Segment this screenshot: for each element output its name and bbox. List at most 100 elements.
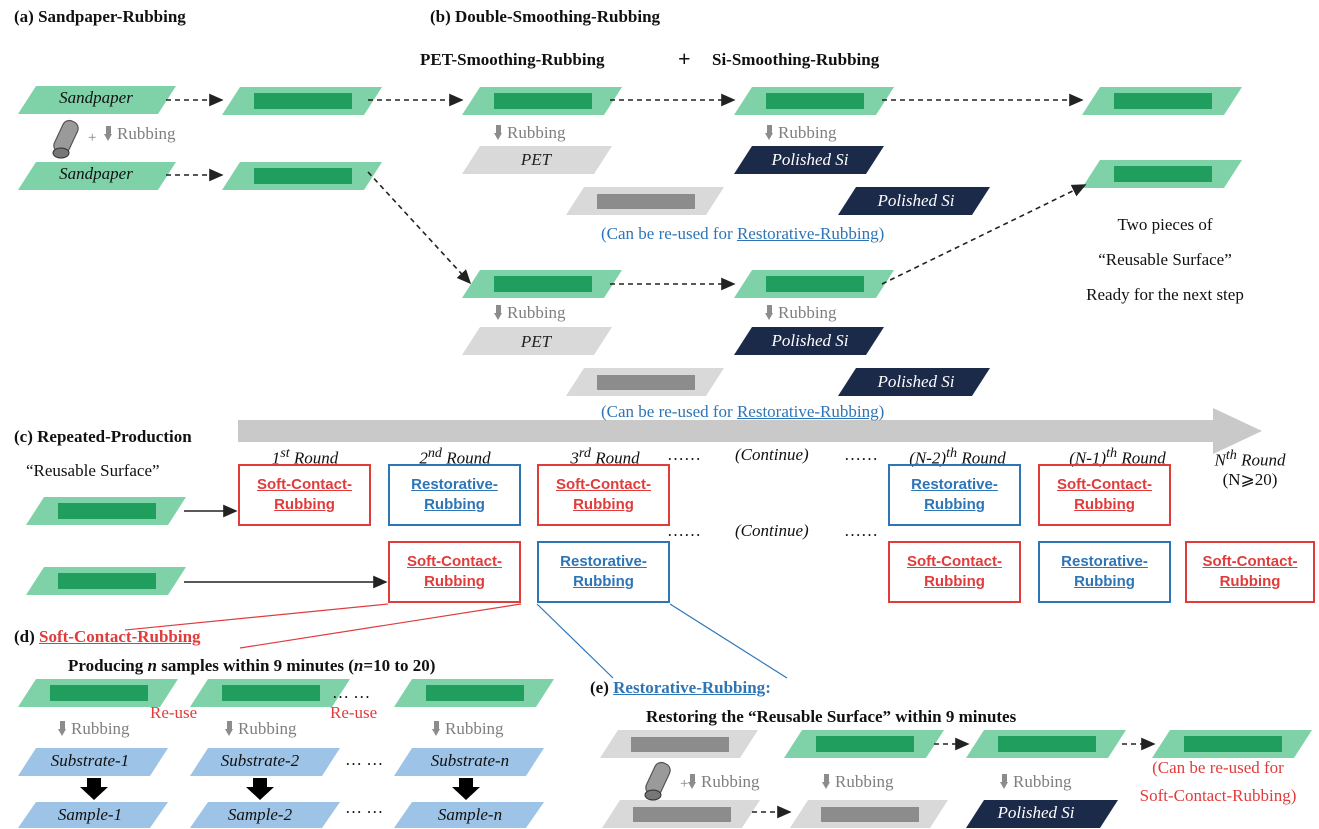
- sandpaper-top: [18, 86, 176, 114]
- reuse-label-1: Re-use: [150, 703, 198, 722]
- dots-d2: … …: [345, 750, 384, 769]
- sample-2-label: Sample-2: [227, 805, 293, 824]
- reuse-note-2: (Can be re-used for Restorative-Rubbing): [601, 402, 885, 421]
- panel-d-subtitle: Producing n samples within 9 minutes (n=…: [68, 656, 436, 675]
- polished-si-card-3: [734, 327, 884, 355]
- n-condition: (N⩾20): [1222, 470, 1278, 489]
- result-line-2: “Reusable Surface”: [1098, 250, 1232, 269]
- reuse-note-e-1: (Can be re-used for: [1152, 758, 1284, 777]
- panel-b-title: (b) Double-Smoothing-Rubbing: [430, 7, 661, 26]
- surface-c2-inner: [58, 573, 156, 589]
- gray-down-arrow-icon: [765, 305, 774, 320]
- row2-restorative-box: Restorative-Rubbing: [1038, 541, 1171, 603]
- rubbing-label-b2: Rubbing: [765, 123, 837, 143]
- used-card-e2-inner: [633, 807, 731, 822]
- gray-down-arrow-icon: [688, 774, 697, 789]
- surface-d2-inner: [222, 685, 320, 701]
- round-n1-label: (N-1)th Round: [1069, 445, 1166, 468]
- rubbing-roller-icon-end: [644, 789, 662, 801]
- polished-si-label-2: Polished Si: [877, 191, 955, 210]
- surface-e1-inner: [816, 736, 914, 752]
- sample-2: [190, 802, 340, 828]
- rubbing-label-b4: Rubbing: [765, 303, 837, 323]
- round-n2-label: (N-2)th Round: [909, 445, 1006, 468]
- rubbing-label-e2: Rubbing: [822, 772, 894, 792]
- row2-round-1-soft-contact-box: Soft-Contact-Rubbing: [388, 541, 521, 603]
- pet-card-1: [462, 146, 612, 174]
- sandpaper-bottom: [18, 162, 176, 190]
- si-smoothing-title: Si-Smoothing-Rubbing: [712, 50, 880, 69]
- dots-2: ……: [844, 445, 878, 464]
- reuse-note-e-2: Soft-Contact-Rubbing): [1139, 786, 1297, 805]
- surface-b5-inner: [766, 276, 864, 292]
- black-down-arrow-icon: [246, 778, 274, 800]
- surface-b3-inner: [1114, 93, 1212, 109]
- sandpaper-top-label: Sandpaper: [59, 88, 133, 107]
- reusable-surface-label: “Reusable Surface”: [26, 461, 160, 480]
- used-pet-card-2-inner: [597, 375, 695, 390]
- dots-1: ……: [667, 445, 701, 464]
- round-2-restorative-box: Restorative-Rubbing: [388, 464, 521, 526]
- dashed-arrow-icon: [881, 184, 1087, 285]
- substrate-n-label: Substrate-n: [430, 751, 510, 770]
- callout-line-red-2: [239, 603, 522, 649]
- rubbing-roller-icon-end: [52, 147, 70, 159]
- gray-down-arrow-icon: [822, 774, 831, 789]
- gray-down-arrow-icon: [432, 721, 441, 736]
- row2-soft-contact-box: Soft-Contact-Rubbing: [888, 541, 1021, 603]
- polished-si-card-e: [966, 800, 1118, 828]
- callout-line-red-1: [124, 603, 389, 631]
- dots-4: ……: [844, 521, 878, 540]
- gray-down-arrow-icon: [765, 125, 774, 140]
- plus-e: +: [680, 776, 688, 792]
- polished-si-label-1: Polished Si: [771, 150, 849, 169]
- black-down-arrow-icon: [80, 778, 108, 800]
- substrate-1-label: Substrate-1: [50, 751, 130, 770]
- surface-b1-inner: [494, 93, 592, 109]
- round-n1-soft-contact-box: Soft-Contact-Rubbing: [1038, 464, 1171, 526]
- gray-down-arrow-icon: [58, 721, 67, 736]
- surface-d1-inner: [50, 685, 148, 701]
- panel-a-title: (a) Sandpaper-Rubbing: [14, 7, 186, 26]
- pet-card-2: [462, 327, 612, 355]
- pet-label-1: PET: [520, 150, 552, 169]
- rubbing-label-e1: Rubbing: [688, 772, 760, 792]
- gray-down-arrow-icon: [494, 125, 503, 140]
- rubbing-label-d1: Rubbing: [58, 719, 130, 739]
- surface-b6-inner: [1114, 166, 1212, 182]
- callout-line-blue-1: [536, 603, 614, 679]
- dots-3: ……: [667, 521, 701, 540]
- polished-si-label-e: Polished Si: [997, 803, 1075, 822]
- gray-down-arrow-icon: [494, 305, 503, 320]
- polished-si-card-1: [734, 146, 884, 174]
- surface-e2-inner: [998, 736, 1096, 752]
- result-line-1: Two pieces of: [1117, 215, 1213, 234]
- gray-down-arrow-icon: [104, 126, 113, 141]
- dots-d3: … …: [345, 798, 384, 817]
- surface-b2-inner: [766, 93, 864, 109]
- panel-e-title: (e) Restorative-Rubbing:: [590, 678, 771, 697]
- dots-d1: … …: [332, 683, 371, 702]
- rubbing-label-d3: Rubbing: [432, 719, 504, 739]
- sample-n: [394, 802, 544, 828]
- substrate-2-label: Substrate-2: [220, 751, 300, 770]
- reuse-label-2: Re-use: [330, 703, 378, 722]
- substrate-1: [18, 748, 168, 776]
- black-down-arrow-icon: [452, 778, 480, 800]
- sample-n-label: Sample-n: [437, 805, 503, 824]
- continue-label-2: (Continue): [735, 521, 809, 540]
- round-n2-restorative-box: Restorative-Rubbing: [888, 464, 1021, 526]
- polished-si-card-2: [838, 187, 990, 215]
- surface-a-top-inner: [254, 93, 352, 109]
- surface-b4-inner: [494, 276, 592, 292]
- surface-d3-inner: [426, 685, 524, 701]
- polished-si-label-3: Polished Si: [771, 331, 849, 350]
- used-card-e1-inner: [631, 737, 729, 752]
- round-progress-arrow-icon: [238, 408, 1262, 454]
- rubbing-label-a: Rubbing: [104, 124, 176, 144]
- gray-down-arrow-icon: [225, 721, 234, 736]
- rubbing-label-b3: Rubbing: [494, 303, 566, 323]
- polished-si-label-4: Polished Si: [877, 372, 955, 391]
- sample-1-label: Sample-1: [57, 805, 123, 824]
